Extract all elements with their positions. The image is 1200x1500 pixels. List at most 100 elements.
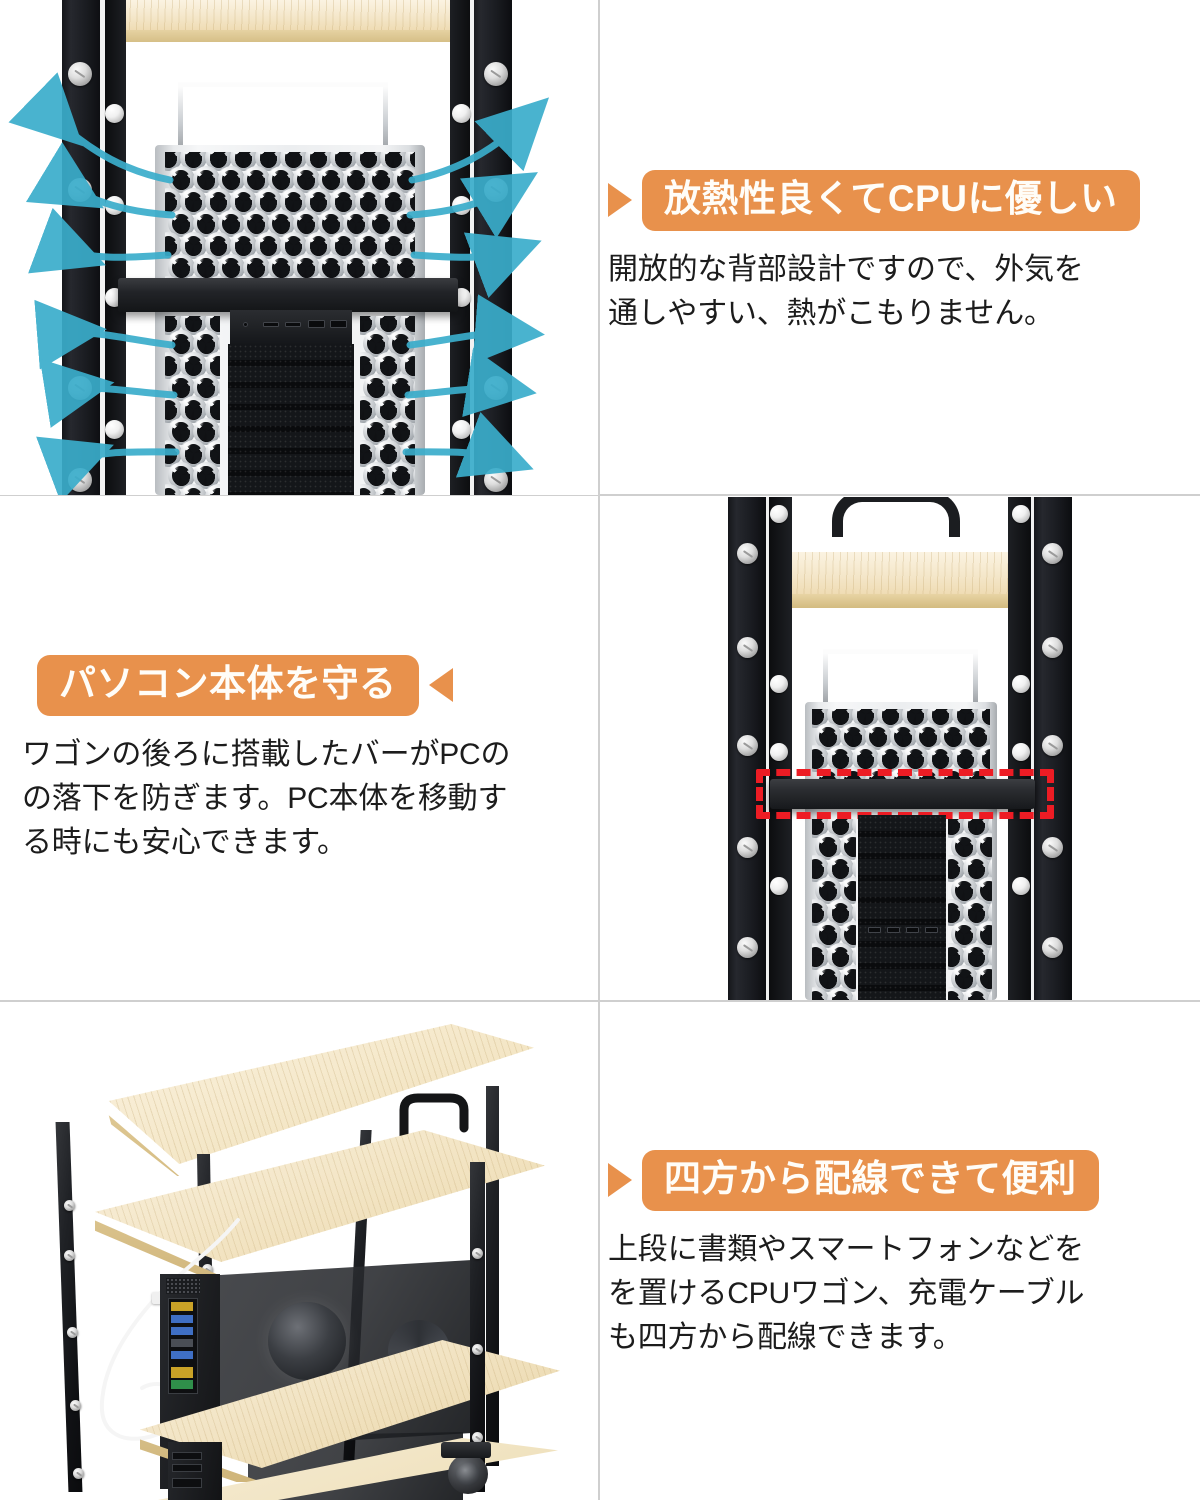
lattice-cell [205, 484, 220, 495]
divider-vertical-top [598, 0, 600, 496]
pc-io-port-2 [171, 1315, 193, 1323]
lattice-cell [927, 745, 954, 772]
lattice-cell [975, 921, 992, 948]
lattice-cell [165, 396, 182, 423]
lattice-cell [167, 254, 195, 281]
lattice-cell [360, 484, 377, 495]
cart-screw-fr-1 [472, 1248, 483, 1259]
lattice-cell [242, 210, 270, 237]
lattice-cell [839, 877, 856, 904]
badge-row-cable: 四方から配線できて便利 [608, 1150, 1188, 1211]
lattice-cell [412, 374, 415, 401]
lattice-cell [360, 352, 377, 379]
mac-pro-lattice-lower-right [360, 316, 415, 495]
body-line: の落下を防ぎます。PC本体を移動す [22, 782, 508, 816]
cart-screw-fl-1 [64, 1200, 75, 1211]
io-port-b3 [906, 927, 919, 933]
lattice-cell [400, 484, 415, 495]
lattice-cell [412, 462, 415, 489]
lattice-cell [827, 987, 854, 1000]
screw-r2-3 [1042, 735, 1063, 756]
divider-vertical-middle [598, 496, 600, 1002]
mac-pro-handle-2 [823, 649, 978, 711]
pc-io-port-1 [171, 1302, 193, 1311]
io-port-2 [263, 322, 279, 327]
lattice-cell [852, 943, 856, 970]
lattice-cell [812, 943, 829, 970]
lattice-cell [988, 819, 992, 838]
lattice-cell [812, 987, 829, 1000]
caster-mount [441, 1442, 491, 1458]
safety-bar-front [118, 278, 458, 312]
screw-r2-4 [1042, 837, 1063, 858]
panel-airflow-illustration [0, 0, 598, 495]
divider-horizontal-lower [0, 1000, 1200, 1002]
lattice-cell [217, 330, 220, 357]
body-line: ワゴンの後ろに搭載したバーがPCの [22, 737, 511, 771]
lattice-cell [405, 188, 415, 215]
lattice-cell [330, 188, 357, 215]
body-text-cable: 上段に書類やスマートフォンなどを を置けるCPUワゴン、充電ケーブル も四方から… [608, 1228, 1188, 1360]
lattice-cell [948, 855, 965, 882]
rear-safety-bar [770, 779, 1035, 809]
pc-io-port-6 [171, 1367, 193, 1378]
cart-screw-fl-3 [67, 1327, 78, 1338]
shelf-wood-upper [95, 0, 480, 30]
cart-leg-front-right [470, 1162, 485, 1492]
cart-screw-mf-1 [202, 1264, 213, 1275]
lattice-cell [205, 396, 220, 423]
lattice-cell [988, 943, 992, 970]
pc-io-port-4 [171, 1339, 193, 1347]
post-hole-l2-1 [770, 505, 788, 523]
lattice-cell [852, 855, 856, 882]
lattice-cell [839, 921, 856, 948]
text-block-protect: パソコン本体を守る ワゴンの後ろに搭載したバーがPCの の落下を防ぎます。PC本… [22, 655, 592, 865]
io-port-1 [243, 322, 248, 327]
lattice-cell [948, 899, 965, 926]
lattice-cell [192, 210, 220, 237]
post-hole-left-1 [105, 104, 124, 123]
triangle-left-icon [428, 668, 453, 703]
body-line: を置けるCPUワゴン、充電ケーブル [608, 1277, 1085, 1311]
text-block-cable: 四方から配線できて便利 上段に書類やスマートフォンなどを を置けるCPUワゴン、… [608, 1150, 1188, 1360]
lattice-cell [988, 855, 992, 882]
mac-pro-lattice-lower-right-2 [948, 819, 992, 1000]
body-line: る時にも安心できます。 [22, 826, 347, 860]
pc-aio-pump [268, 1302, 346, 1380]
cart-leg-back-right [486, 1086, 499, 1466]
io-port-b2 [887, 927, 900, 933]
mac-pro-lattice-lower-left [165, 316, 220, 495]
badge-cable-title: 四方から配線できて便利 [642, 1150, 1099, 1211]
lattice-cell [948, 943, 965, 970]
pc-bottom-port-1 [172, 1452, 202, 1460]
lattice-cell [963, 987, 990, 1000]
io-port-4 [308, 320, 325, 328]
screw-l2-2 [737, 637, 758, 658]
shelf-edge-middle [763, 594, 1045, 608]
lattice-cell [839, 833, 856, 860]
pc-io-port-3 [171, 1327, 193, 1335]
io-port-3 [285, 322, 301, 327]
pc-vent-mesh [166, 1278, 200, 1294]
pc-bottom-port-2 [172, 1464, 202, 1472]
screw-l2-4 [737, 837, 758, 858]
shelf-edge-upper [95, 30, 480, 42]
lattice-cell [989, 723, 990, 750]
lattice-cell [375, 484, 402, 495]
airflow-arrows [8, 72, 550, 495]
io-port-b1 [868, 927, 881, 933]
lattice-cell [812, 855, 829, 882]
cart-screw-fr-3 [472, 1432, 483, 1443]
lattice-cell [392, 254, 415, 281]
lattice-cell [988, 987, 992, 1000]
lattice-cell [412, 418, 415, 445]
cart-screw-fl-5 [73, 1468, 84, 1479]
lattice-cell [400, 396, 415, 423]
lattice-cell [165, 352, 182, 379]
triangle-right-icon [608, 183, 632, 218]
lattice-cell [948, 987, 965, 1000]
lattice-cell [400, 352, 415, 379]
lattice-cell [192, 254, 220, 281]
body-text-heat: 開放的な背部設計ですので、外気を 通しやすい、熱がこもりません。 [608, 248, 1188, 336]
